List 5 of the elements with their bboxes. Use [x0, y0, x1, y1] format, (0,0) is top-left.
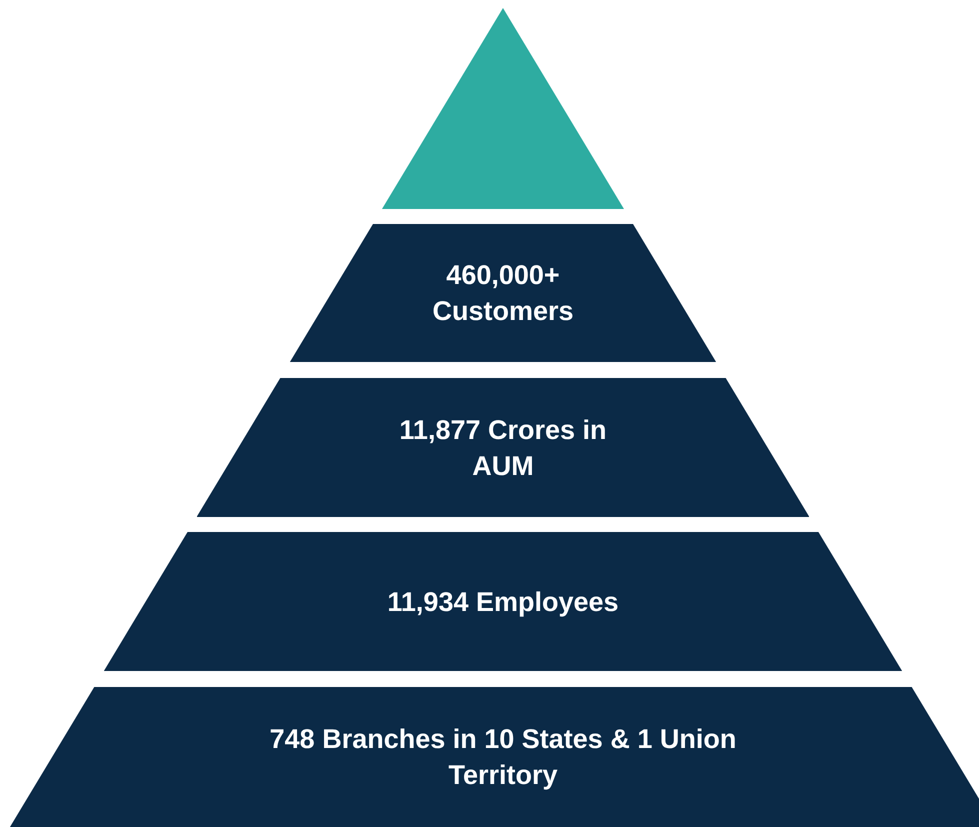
- tier-label: 11,934 Employees: [387, 586, 619, 619]
- tier-label: 460,000+ Customers: [431, 259, 574, 328]
- tier-label: 748 Branches in 10 States & 1 Union Territory: [268, 723, 738, 792]
- tier-label: 11,877 Crores in AUM: [398, 414, 608, 482]
- pyramid-tier: [10, 687, 979, 827]
